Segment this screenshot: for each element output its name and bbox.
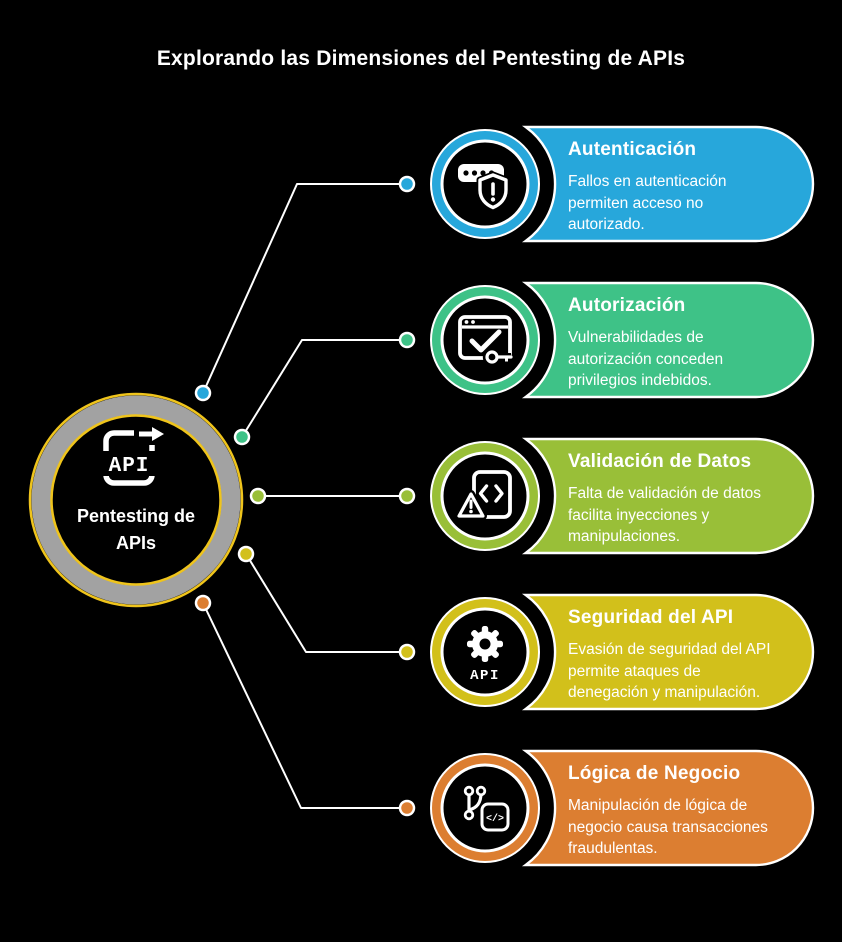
page-title: Explorando las Dimensiones del Pentestin… xyxy=(156,47,686,70)
connector-line-autorizacion xyxy=(241,339,408,438)
connector-line-logica xyxy=(202,602,408,809)
card-seguridad-api: API Seguridad del API Evasión de segurid… xyxy=(425,593,817,711)
card-dot-autorizacion xyxy=(398,331,416,349)
card-logica-negocio: </> Lógica de Negocio Manipulación de ló… xyxy=(425,749,817,867)
card-dot-seguridad xyxy=(398,643,416,661)
card-icon-badge: API xyxy=(430,597,540,707)
card-art xyxy=(430,281,815,399)
window-check-key-icon xyxy=(458,315,513,367)
card-art xyxy=(430,125,815,243)
card-icon-badge xyxy=(430,129,540,239)
gear-api-text: API xyxy=(470,668,500,684)
branch-code-icon: </> xyxy=(463,785,512,834)
card-description: Manipulación de lógica de negocio causa … xyxy=(568,797,768,857)
card-title: Lógica de Negocio xyxy=(568,763,741,784)
hub-label: Pentesting de APIs xyxy=(76,506,196,553)
card-title: Autenticación xyxy=(568,139,697,160)
hub-api-text: API xyxy=(109,455,150,478)
hub-rings: API xyxy=(28,392,244,608)
card-autenticacion: Autenticación Fallos en autenticación pe… xyxy=(425,125,817,243)
card-title: Seguridad del API xyxy=(568,607,734,628)
card-pill xyxy=(521,281,815,399)
card-title: Validación de Datos xyxy=(568,451,752,472)
card-title: Autorización xyxy=(568,295,686,316)
card-art xyxy=(430,437,815,555)
card-description: Evasión de seguridad del API permite ata… xyxy=(568,641,771,701)
card-validacion-datos: Validación de Datos Falta de validación … xyxy=(425,437,817,555)
card-pill xyxy=(521,125,815,243)
api-document-icon: API xyxy=(98,423,168,486)
hub-dot-validacion xyxy=(249,487,267,505)
password-shield-icon xyxy=(458,164,510,211)
card-dot-autenticacion xyxy=(398,175,416,193)
card-pill xyxy=(521,437,815,555)
connector-line-autenticacion xyxy=(202,183,408,394)
file-code-warning-icon xyxy=(455,470,512,520)
card-description: Vulnerabilidades de autorización concede… xyxy=(568,329,724,389)
card-dot-validacion xyxy=(398,487,416,505)
card-autorizacion: Autorización Vulnerabilidades de autoriz… xyxy=(425,281,817,399)
card-icon-badge xyxy=(430,441,540,551)
gear-api-icon: API xyxy=(467,626,503,684)
card-icon-badge xyxy=(430,285,540,395)
card-icon-badge: </> xyxy=(430,753,540,863)
hub: API Pentesting de APIs xyxy=(27,391,245,609)
card-art: </> xyxy=(430,749,815,867)
card-art: API xyxy=(430,593,815,711)
card-dot-logica xyxy=(398,799,416,817)
connector-line-seguridad xyxy=(245,553,408,653)
code-brackets-text: </> xyxy=(486,813,504,825)
card-description: Fallos en autenticación permiten acceso … xyxy=(568,173,727,233)
card-pill xyxy=(521,593,815,711)
card-description: Falta de validación de datos facilita in… xyxy=(568,485,762,545)
card-pill xyxy=(521,749,815,867)
